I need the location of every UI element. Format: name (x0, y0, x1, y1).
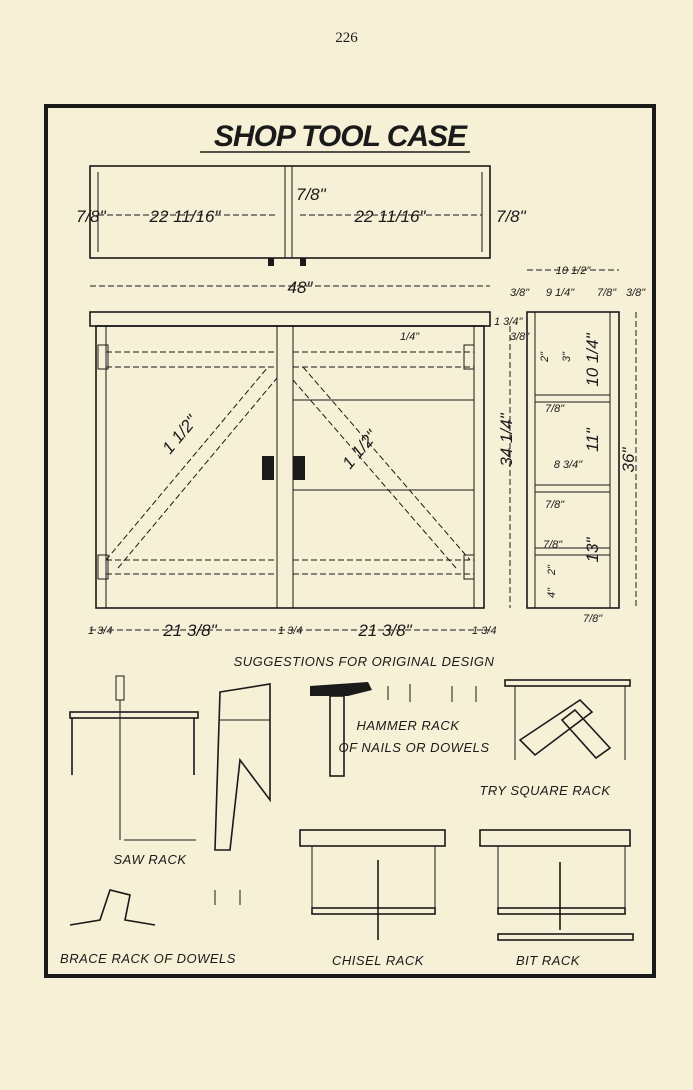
side-top-width-dim: 10 1/2" (556, 265, 592, 277)
drawing-frame (44, 104, 656, 978)
side-shelf-t3-dim: 7/8" (543, 539, 563, 551)
side-top-gap-dim: 3/8" (510, 331, 530, 343)
saw-rack-illustration (69, 675, 271, 851)
page-number: 226 (335, 30, 358, 46)
front-top-rail-dim: 1/4" (400, 331, 420, 343)
chisel-rack-caption: CHISEL RACK (332, 953, 425, 968)
brace-rack-illustration (69, 889, 241, 926)
hammer-rack-caption: HAMMER RACK (356, 718, 460, 733)
front-brace-right-dim: 1 1/2" (339, 426, 382, 473)
side-shelf-t2-dim: 7/8" (545, 499, 565, 511)
side-right-edge-dim: 3/8" (626, 287, 646, 299)
side-shelf1a-dim: 2" (539, 351, 551, 363)
side-right-thickness-dim: 7/8" (597, 287, 617, 299)
hammer-rack-illustration (310, 682, 477, 777)
side-bottom-a-dim: 2" (546, 564, 558, 576)
side-lower-dim: 13" (583, 537, 602, 563)
top-right-span-dim: 22 11/16" (354, 207, 427, 226)
side-left-edge-dim: 3/8" (510, 287, 530, 299)
brace-rack-caption: BRACE RACK OF DOWELS (60, 951, 236, 966)
bottom-left-span-dim: 21 3/8" (162, 621, 217, 640)
bottom-left-stile-dim: 1 3/4 (88, 625, 112, 637)
side-depth-dim: 8 3/4" (554, 459, 583, 471)
chisel-rack-illustration (299, 829, 446, 940)
front-height-dim: 34 1/4" (497, 412, 516, 466)
suggestions-caption: SUGGESTIONS FOR ORIGINAL DESIGN (234, 654, 495, 669)
side-bottom-b-dim: 4" (546, 587, 558, 598)
side-shelf1b-dim: 3" (561, 351, 573, 362)
top-left-span-dim: 22 11/16" (149, 207, 222, 226)
saw-rack-caption: SAW RACK (113, 852, 187, 867)
side-view (526, 311, 620, 609)
bottom-right-span-dim: 21 3/8" (357, 621, 412, 640)
top-view (89, 165, 491, 266)
top-right-edge-dim: 7/8" (496, 207, 527, 226)
try-square-rack-caption: TRY SQUARE RACK (479, 783, 611, 798)
side-shelf-t1-dim: 7/8" (545, 403, 565, 415)
side-inner-width-dim: 9 1/4" (546, 287, 575, 299)
overall-width-dim: 48" (288, 278, 314, 297)
front-brace-left-dim: 1 1/2" (159, 411, 202, 458)
side-overall-dim: 36" (619, 447, 638, 473)
top-left-edge-dim: 7/8" (76, 207, 107, 226)
front-view (89, 311, 491, 609)
bit-rack-caption: BIT RACK (516, 953, 581, 968)
nails-caption: OF NAILS OR DOWELS (338, 740, 489, 755)
front-top-thickness-dim: 1 3/4" (494, 316, 523, 328)
top-center-dim: 7/8" (296, 185, 327, 204)
side-upper-dim: 10 1/4" (583, 332, 602, 386)
side-mid-dim: 11" (583, 427, 602, 452)
side-foot-dim: 7/8" (583, 613, 603, 625)
bottom-right-stile-dim: 1 3/4 (472, 625, 496, 637)
drawing-title: SHOP TOOL CASE (214, 120, 468, 153)
try-square-rack-illustration (504, 679, 631, 760)
bit-rack-illustration (479, 829, 634, 941)
bottom-center-stile-dim: 1 3/4 (278, 625, 302, 637)
